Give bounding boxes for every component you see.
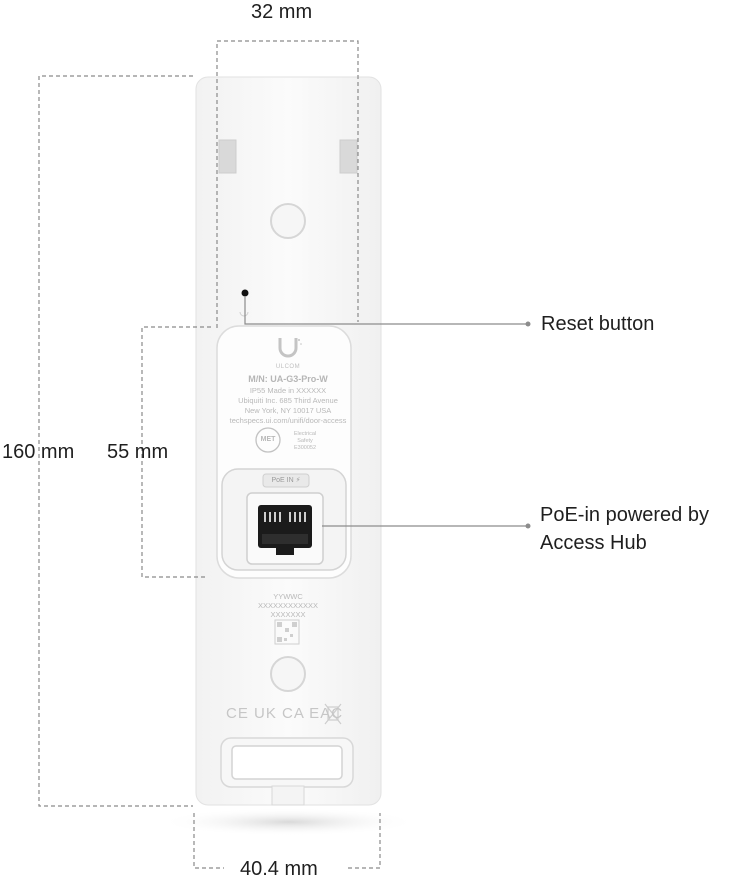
callout-reset-button: Reset button [541,313,655,335]
serial-line1: YYWWC [273,592,303,601]
plate-brand: ULCOM [275,364,301,370]
poe-port-label: PoE IN ⚡ [271,477,301,484]
serial-line3: XXXXXXX [270,610,306,619]
plate-line3: New York, NY 10017 USA [244,406,332,415]
bottom-tab [271,785,305,806]
plate-line2: Ubiquiti Inc. 685 Third Avenue [238,396,338,405]
dimension-width-bottom: 40.4 mm [240,858,318,880]
callout-lines [244,297,527,527]
callout-dot-poe [525,523,531,529]
reset-icon [239,311,249,317]
plate-line1: IP55 Made in XXXXXX [249,386,327,395]
brand-logo-icon [278,338,298,358]
qr-code [274,619,300,645]
met-logo-text: MET [260,436,276,443]
callout-dot-reset [525,321,531,327]
dimension-width-top: 32 mm [251,1,313,23]
met-cert-line3: E300052 [293,445,317,451]
screw-hole-top [270,203,306,239]
mount-slot-right [339,139,358,174]
met-cert-text: Electrical Safety E300052 [288,431,322,452]
plate-model: M/N: UA-G3-Pro-W [248,374,328,384]
certification-marks: CE UK CA EAC [226,705,344,722]
poe-label-box [262,473,310,488]
callout-poe-in: PoE-in powered by Access Hub [540,501,709,557]
serial-line2: XXXXXXXXXXXX [257,601,319,610]
met-cert-line2: Safety [297,438,313,444]
screw-hole-bottom [270,656,306,692]
plate-line4: techspecs.ui.com/unifi/door-access [229,416,347,425]
callout-poe-line1: PoE-in powered by [540,504,709,526]
weee-icon [324,703,342,725]
reset-pinhole [241,289,249,297]
callout-poe-line2: Access Hub [540,532,647,554]
floor-shadow [159,808,419,836]
dimension-height-total: 160 mm [2,441,75,463]
met-cert-line1: Electrical [293,431,317,437]
dimension-height-plate: 55 mm [107,441,169,463]
mount-slot-left [218,139,237,174]
cable-slot-inner [231,745,343,780]
rj45-pins [264,512,306,522]
dimension-lines [38,40,381,869]
met-logo-icon [255,427,281,453]
